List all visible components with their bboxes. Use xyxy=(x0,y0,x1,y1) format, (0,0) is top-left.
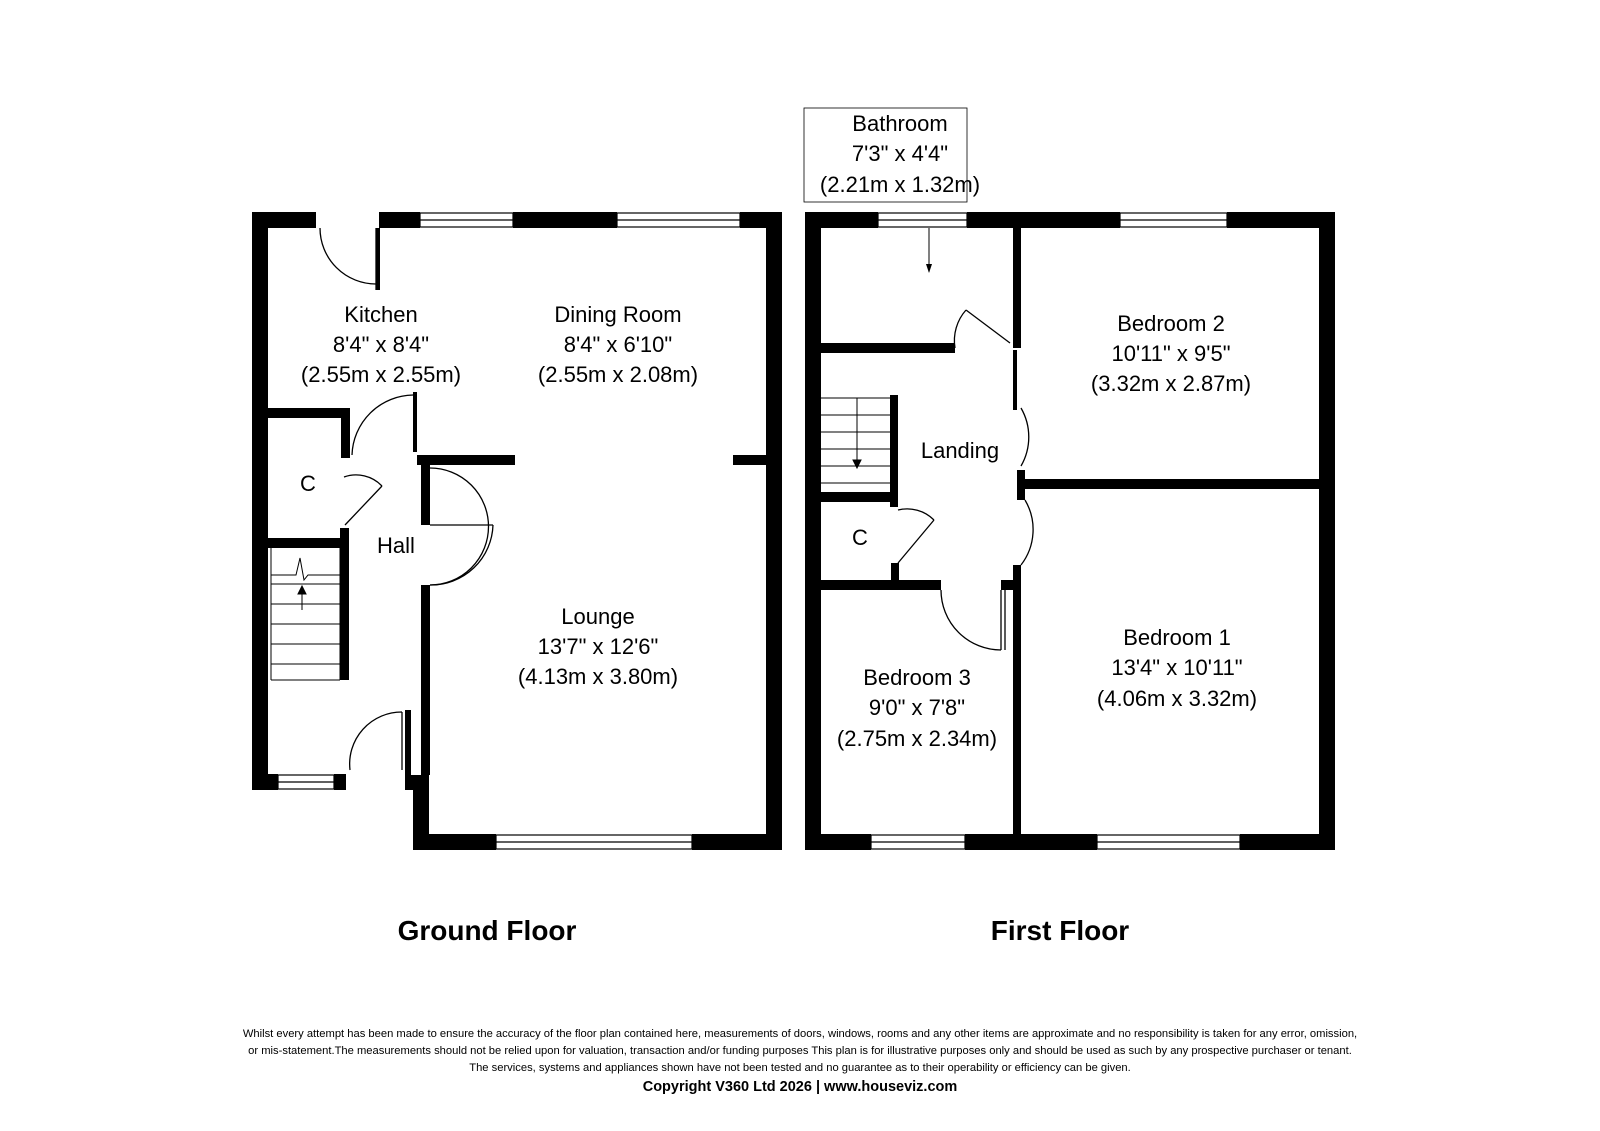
kitchen-name: Kitchen xyxy=(344,302,417,327)
ground-floor-plan: Kitchen 8'4" x 8'4" (2.55m x 2.55m) Dini… xyxy=(252,212,782,946)
bedroom-1-name: Bedroom 1 xyxy=(1123,625,1231,650)
first-floor-doors xyxy=(897,309,1034,651)
landing-name: Landing xyxy=(921,438,999,463)
kitchen-dims-imperial: 8'4" x 8'4" xyxy=(333,332,429,357)
disclaimer-line-1: Whilst every attempt has been made to en… xyxy=(242,1028,1358,1040)
bedroom-2-dims-imperial: 10'11" x 9'5" xyxy=(1111,341,1230,366)
bedroom-2-dims-metric: (3.32m x 2.87m) xyxy=(1091,371,1251,396)
disclaimer: Whilst every attempt has been made to en… xyxy=(100,1026,1500,1077)
dining-room-dims-imperial: 8'4" x 6'10" xyxy=(564,332,672,357)
first-floor-windows xyxy=(870,212,1241,850)
dining-room-name: Dining Room xyxy=(554,302,681,327)
first-floor-title: First Floor xyxy=(991,915,1130,946)
first-floor-plan: Bathroom 7'3" x 4'4" (2.21m x 1.32m) Bed… xyxy=(803,107,1335,946)
kitchen-dims-metric: (2.55m x 2.55m) xyxy=(301,362,461,387)
first-floor-labels: Bathroom 7'3" x 4'4" (2.21m x 1.32m) Bed… xyxy=(820,111,1257,946)
lounge-dims-metric: (4.13m x 3.80m) xyxy=(518,664,678,689)
disclaimer-line-3: The services, systems and appliances sho… xyxy=(469,1062,1131,1074)
lounge-dims-imperial: 13'7" x 12'6" xyxy=(538,634,659,659)
bathroom-label-callout xyxy=(803,107,968,273)
bathroom-name: Bathroom xyxy=(852,111,947,136)
bedroom-3-dims-metric: (2.75m x 2.34m) xyxy=(837,726,997,751)
bathroom-dims-metric: (2.21m x 1.32m) xyxy=(820,172,980,197)
ground-floor-walls xyxy=(252,212,782,850)
hall-name: Hall xyxy=(377,533,415,558)
ground-floor-title: Ground Floor xyxy=(398,915,577,946)
dining-room-dims-metric: (2.55m x 2.08m) xyxy=(538,362,698,387)
ground-floor-labels: Kitchen 8'4" x 8'4" (2.55m x 2.55m) Dini… xyxy=(300,302,698,946)
first-floor-walls xyxy=(805,212,1335,850)
bedroom-2-name: Bedroom 2 xyxy=(1117,311,1225,336)
disclaimer-line-2: or mis-statement.The measurements should… xyxy=(248,1045,1352,1057)
lounge-name: Lounge xyxy=(561,604,634,629)
bedroom-1-dims-imperial: 13'4" x 10'11" xyxy=(1111,655,1242,680)
ground-floor-windows xyxy=(277,212,741,850)
copyright-notice: Copyright V360 Ltd 2026 | www.houseviz.c… xyxy=(642,1079,958,1095)
bathroom-dims-imperial: 7'3" x 4'4" xyxy=(852,141,948,166)
ground-floor-stairs xyxy=(270,548,341,681)
ground-floor-doors xyxy=(319,227,494,771)
ground-cupboard-name: C xyxy=(300,471,316,496)
bedroom-1-dims-metric: (4.06m x 3.32m) xyxy=(1097,686,1257,711)
first-cupboard-name: C xyxy=(852,525,868,550)
bedroom-3-name: Bedroom 3 xyxy=(863,665,971,690)
bedroom-3-dims-imperial: 9'0" x 7'8" xyxy=(869,695,965,720)
first-floor-stairs xyxy=(821,397,890,484)
